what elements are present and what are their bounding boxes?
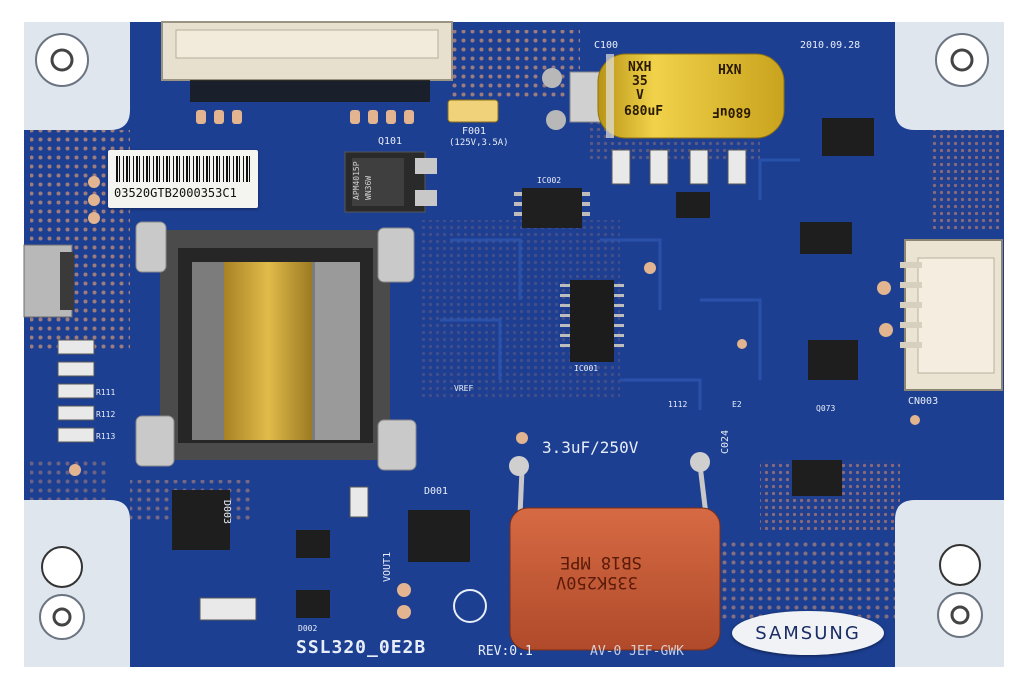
label-ic001: IC001 (574, 364, 599, 373)
label-ic002: IC002 (537, 176, 562, 185)
electrolytic-capacitor (542, 53, 785, 139)
fuse-f001 (447, 99, 499, 123)
mosfet-part-number: APM4015P (352, 161, 361, 200)
label-r113: R113 (96, 432, 116, 441)
corner-mount-tr (895, 22, 1004, 130)
barcode-icon (116, 156, 250, 182)
label-cn003: CN003 (908, 396, 939, 407)
left-connector (23, 244, 74, 318)
label-r111: R111 (96, 388, 116, 397)
right-connector (900, 239, 1003, 391)
mosfet-q101 (344, 151, 437, 213)
corner-mount-tl (24, 22, 130, 130)
label-c024: C024 (720, 429, 731, 454)
label-vout1: VOUT1 (382, 551, 393, 582)
board-model: SSL320_0E2B (296, 637, 427, 658)
cap-capacitance: 680uF (624, 104, 664, 119)
label-c100: C100 (594, 40, 619, 51)
label-d001: D001 (424, 486, 449, 497)
film-cap-line1: 335K250V (556, 572, 638, 592)
ce-mark (453, 589, 487, 623)
board-traces (440, 158, 800, 410)
cap-brand: NXH (628, 60, 652, 75)
capacitor-rating: 3.3uF/250V (542, 438, 639, 457)
transistor-group (172, 118, 874, 618)
barcode-number: 03520GTB2000353C1 (114, 186, 237, 200)
board-revision: REV:0.1 (478, 644, 533, 659)
barcode-sticker: 03520GTB2000353C1 (108, 150, 258, 208)
dot-pattern-area (930, 130, 1000, 230)
board-extra: AV-0 JEF-GWK (590, 644, 684, 659)
cap-voltage: 35 (632, 74, 648, 89)
connector-pins (196, 110, 414, 124)
label-vref: VREF (454, 384, 474, 393)
corner-mount-bl (24, 500, 130, 667)
label-d003: D003 (221, 500, 232, 525)
label-1112: 1112 (668, 400, 688, 409)
samsung-logo-text: SAMSUNG (755, 623, 861, 644)
label-f001: F001 (462, 126, 487, 137)
top-connector (161, 21, 453, 102)
label-fuse-rating: (125V,3.5A) (449, 138, 509, 148)
samsung-badge: SAMSUNG (732, 611, 884, 655)
corner-mount-br (895, 500, 1004, 667)
ic002-chip (514, 188, 590, 228)
label-q073: Q073 (816, 404, 836, 413)
label-r112: R112 (96, 410, 116, 419)
dot-pattern-area (450, 30, 580, 100)
label-e2: E2 (732, 400, 742, 409)
date-code: 2010.09.28 (800, 40, 861, 51)
mosfet-lot: WN36W (364, 175, 373, 200)
film-cap-line2: SB18 MPE (560, 552, 642, 572)
label-d002: D002 (298, 624, 318, 633)
dot-pattern-area (720, 540, 900, 620)
cap-voltage-unit: V (636, 88, 644, 103)
film-capacitor (509, 452, 721, 651)
ic001-chip (560, 280, 624, 362)
cap-capacitance-mirror: 680uF (712, 104, 752, 119)
copper-pads (69, 176, 920, 619)
label-q101: Q101 (378, 136, 403, 147)
smd-resistors (57, 149, 747, 621)
cap-brand-mirror: NXH (718, 60, 742, 75)
transformer (135, 221, 417, 471)
